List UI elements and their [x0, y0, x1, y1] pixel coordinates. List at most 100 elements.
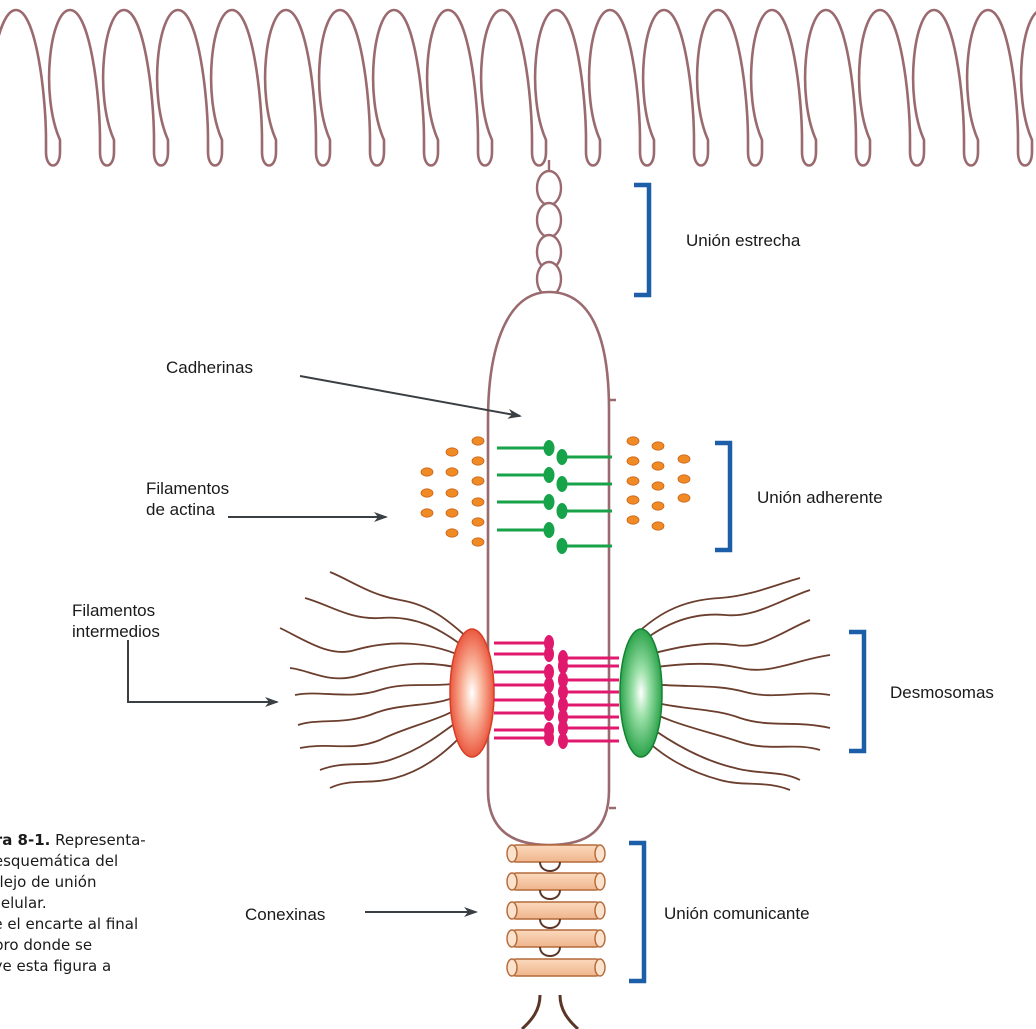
- connexon-link: [540, 890, 560, 899]
- actin-dot: [627, 516, 639, 524]
- connexon-end-right: [595, 959, 605, 976]
- label-adherens-junction: Unión adherente: [757, 487, 883, 508]
- caption-line-7: incluye esta figura a: [0, 956, 215, 977]
- actin-dot: [472, 457, 484, 465]
- intermediate-filament-right: [630, 578, 800, 640]
- junction-bracket: [634, 185, 649, 295]
- gap-junction-connexons: [507, 845, 605, 976]
- actin-dot: [446, 529, 458, 537]
- desmosome-head-left: [544, 730, 554, 746]
- caption-line-5: Véase el encarte al final: [0, 914, 215, 935]
- actin-dot: [652, 502, 664, 510]
- label-desmosomes: Desmosomas: [890, 682, 994, 703]
- connexon-end-right: [595, 930, 605, 947]
- actin-dot: [446, 509, 458, 517]
- pointer-arrow: [128, 640, 277, 702]
- actin-dot: [627, 496, 639, 504]
- desmosome-head-right: [558, 658, 568, 674]
- caption-line-3: complejo de unión: [0, 872, 215, 893]
- actin-dot: [652, 442, 664, 450]
- intermediate-filament-left: [295, 680, 472, 695]
- label-intermediate-line2: intermedios: [72, 621, 160, 642]
- desmosome-plaque-right: [620, 629, 662, 757]
- actin-dot: [652, 522, 664, 530]
- actin-dot: [472, 437, 484, 445]
- junction-bracket: [849, 632, 864, 751]
- actin-dot: [627, 457, 639, 465]
- cadherin-head-right: [557, 538, 568, 554]
- connexon-cylinder: [512, 845, 600, 862]
- label-tight-junction: Unión estrecha: [686, 230, 800, 251]
- gap-junction-tails: [522, 995, 578, 1029]
- actin-dot: [472, 538, 484, 546]
- connexon-end-left: [507, 930, 517, 947]
- actin-dot: [652, 462, 664, 470]
- actin-dot: [472, 477, 484, 485]
- cadherin-head-right: [557, 503, 568, 519]
- caption-line-1: Figura 8-1. Representa-: [0, 830, 215, 851]
- desmosome-head-left: [544, 705, 554, 721]
- connexon-link: [540, 862, 560, 871]
- caption-line-4: intercelular.: [0, 893, 215, 914]
- intermediate-filament-right: [632, 590, 810, 650]
- caption-line1-rest: Representa-: [50, 831, 145, 849]
- label-cadherins: Cadherinas: [166, 357, 253, 378]
- caption-figure-number: Figura 8-1.: [0, 831, 50, 849]
- cadherin-head-right: [557, 476, 568, 492]
- cadherin-head-left: [544, 467, 555, 483]
- desmosome-plaque-left: [450, 629, 494, 757]
- actin-dot: [472, 518, 484, 526]
- actin-dot: [472, 498, 484, 506]
- pointer-arrow: [300, 376, 520, 416]
- intermediate-filament-left: [305, 598, 468, 650]
- actin-dot: [446, 448, 458, 456]
- connexon-end-right: [595, 902, 605, 919]
- microvilli-loops: [0, 10, 1036, 166]
- brackets: [629, 185, 864, 981]
- label-actin-line1: Filamentos: [146, 478, 229, 499]
- actin-dot: [627, 437, 639, 445]
- actin-dot: [446, 489, 458, 497]
- label-intermediate-filaments: Filamentos intermedios: [72, 600, 160, 642]
- connexon-link: [540, 919, 560, 928]
- cadherin-head-right: [557, 449, 568, 465]
- junction-bracket: [629, 843, 644, 981]
- label-gap-junction: Unión comunicante: [664, 903, 810, 924]
- cadherin-head-left: [544, 494, 555, 510]
- actin-dot: [678, 475, 690, 483]
- caption-line-2: ción esquemática del: [0, 851, 215, 872]
- microvilli: [0, 10, 1036, 166]
- label-intermediate-line1: Filamentos: [72, 600, 160, 621]
- connexon-cylinder: [512, 902, 600, 919]
- caption-line-6: del libro donde se: [0, 935, 215, 956]
- label-actin-line2: de actina: [146, 499, 229, 520]
- actin-dot: [421, 489, 433, 497]
- actin-dot: [678, 494, 690, 502]
- desmosome-head-right: [558, 733, 568, 749]
- connexon-end-right: [595, 873, 605, 890]
- connexon-cylinder: [512, 873, 600, 890]
- actin-dot: [446, 468, 458, 476]
- connexon-cylinder: [512, 959, 600, 976]
- cadherin-head-left: [544, 522, 555, 538]
- connexon-end-left: [507, 902, 517, 919]
- intermediate-filament-left: [298, 690, 468, 725]
- junction-bracket: [715, 443, 730, 550]
- connexon-end-left: [507, 845, 517, 862]
- connexon-end-right: [595, 845, 605, 862]
- cadherin-head-left: [544, 440, 555, 456]
- desmosome-head-left: [544, 677, 554, 693]
- actin-dot: [421, 468, 433, 476]
- connexon-end-left: [507, 873, 517, 890]
- intermediate-filament-left: [300, 700, 472, 748]
- desmosome-head-left: [544, 646, 554, 662]
- tight-junction-bead: [537, 171, 561, 205]
- label-connexins: Conexinas: [245, 904, 325, 925]
- figure-caption: Figura 8-1. Representa- ción esquemática…: [0, 830, 215, 977]
- label-actin-filaments: Filamentos de actina: [146, 478, 229, 520]
- intermediate-filament-left: [330, 572, 470, 640]
- actin-dot: [421, 509, 433, 517]
- connexon-cylinder: [512, 930, 600, 947]
- actin-dot: [652, 482, 664, 490]
